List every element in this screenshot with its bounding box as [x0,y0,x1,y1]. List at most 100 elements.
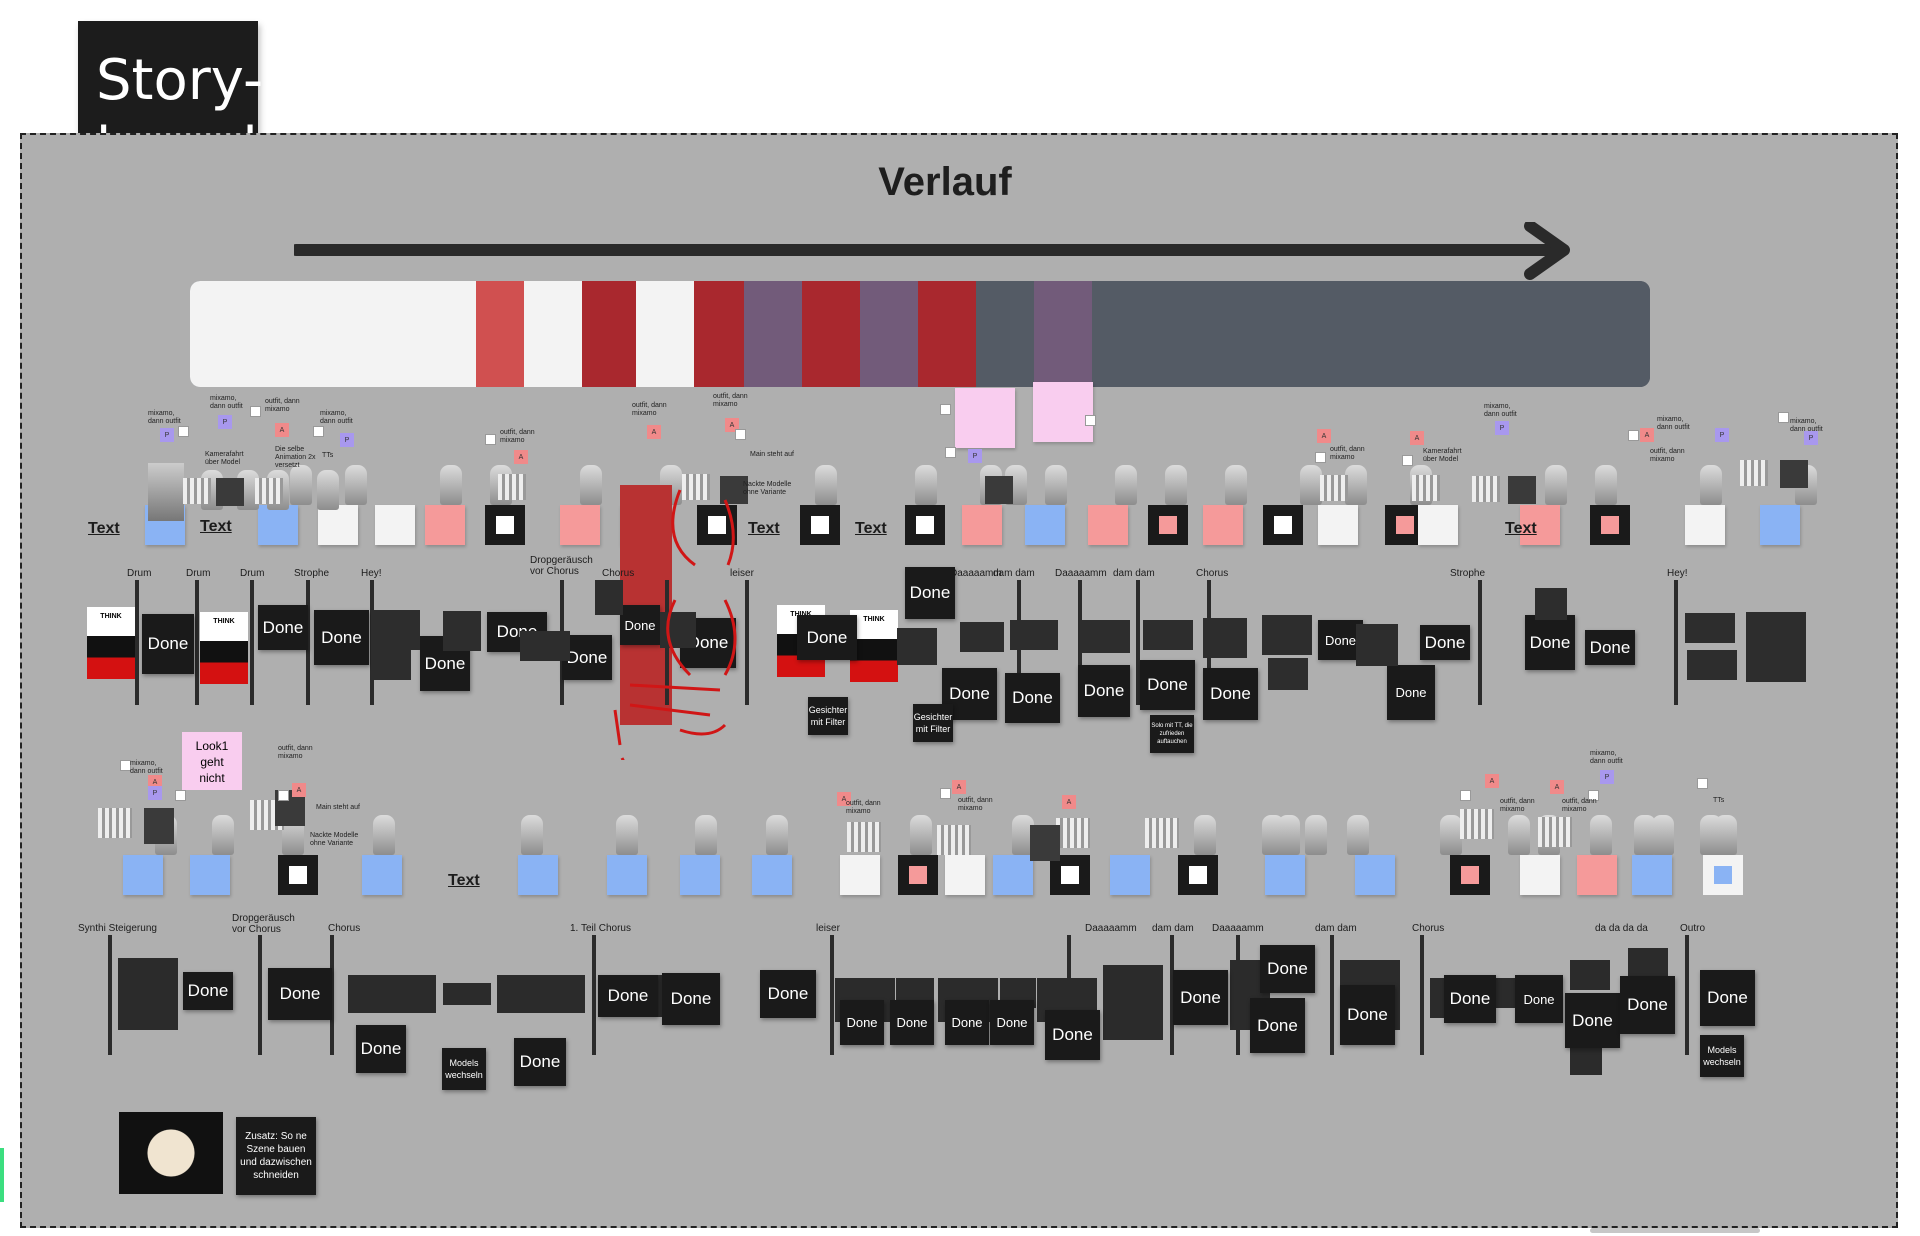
done-card[interactable]: Done [142,614,194,674]
sticky-note[interactable] [1418,505,1458,545]
sticky-note[interactable] [752,855,792,895]
image-placeholder-card[interactable] [1263,505,1303,545]
sticky-note[interactable] [955,388,1015,448]
done-card[interactable]: Done [840,1000,884,1045]
done-card[interactable]: Done [662,973,720,1025]
timeline-segment[interactable] [476,281,524,387]
checkbox[interactable] [1778,412,1789,423]
done-card[interactable]: Done [1203,668,1258,720]
done-card[interactable]: Done [1525,615,1575,670]
timeline-segment[interactable] [744,281,802,387]
sticky-note[interactable] [1632,855,1672,895]
checkbox[interactable] [178,426,189,437]
sticky-note[interactable] [993,855,1033,895]
done-card[interactable]: Done [562,635,612,680]
timeline-segment[interactable] [582,281,636,387]
sticky-note[interactable] [1760,505,1800,545]
text-link[interactable]: Text [88,520,120,537]
done-card[interactable]: Done [620,605,660,645]
sticky-note[interactable] [1703,855,1743,895]
done-card[interactable]: Done [1585,630,1635,665]
gesichter-card[interactable]: Gesichter mit Filter [808,697,848,735]
done-card[interactable]: Done [183,972,233,1010]
sticky-note[interactable] [945,855,985,895]
image-placeholder-card[interactable] [905,505,945,545]
sticky-note[interactable] [1685,505,1725,545]
models-wechseln-card[interactable]: Models wechseln [1700,1035,1744,1077]
done-card[interactable]: Done [797,615,857,660]
done-card[interactable]: Done [905,567,955,619]
done-card[interactable]: Done [1444,975,1496,1023]
checkbox[interactable] [1085,415,1096,426]
done-card[interactable]: Done [1700,970,1755,1026]
sticky-note[interactable] [1520,505,1560,545]
sticky-note[interactable] [840,855,880,895]
sticky-note[interactable] [1110,855,1150,895]
checkbox[interactable] [940,404,951,415]
checkbox[interactable] [940,788,951,799]
timeline-segment[interactable] [860,281,918,387]
sticky-note[interactable] [1025,505,1065,545]
done-card[interactable]: Done [942,668,997,720]
sticky-note[interactable] [1033,382,1093,442]
sticky-note[interactable] [362,855,402,895]
sticky-note[interactable] [1318,505,1358,545]
done-card[interactable]: Done [514,1038,566,1086]
checkbox[interactable] [1402,455,1413,466]
timeline-segment[interactable] [636,281,694,387]
sticky-note[interactable] [123,855,163,895]
solo-card[interactable]: Solo mit TT, die zufrieden auftauchen [1150,715,1194,753]
checkbox[interactable] [1697,778,1708,789]
sticky-note[interactable] [425,505,465,545]
done-card[interactable]: Done [268,968,332,1020]
checkbox[interactable] [278,790,289,801]
image-placeholder-card[interactable] [1050,855,1090,895]
done-card[interactable]: Done [1620,976,1675,1034]
sticky-note[interactable] [518,855,558,895]
sticky-note[interactable] [1203,505,1243,545]
image-placeholder-card[interactable] [1590,505,1630,545]
checkbox[interactable] [175,790,186,801]
done-card[interactable]: Done [1260,945,1315,993]
image-placeholder-card[interactable] [1148,505,1188,545]
done-card[interactable]: Done [598,975,658,1017]
sticky-note[interactable] [962,505,1002,545]
image-placeholder-card[interactable] [485,505,525,545]
checkbox[interactable] [1628,430,1639,441]
done-card[interactable]: Done [1078,665,1130,717]
timeline-segment[interactable] [190,281,476,387]
checkbox[interactable] [313,426,324,437]
models-wechseln-card[interactable]: Models wechseln [442,1048,486,1090]
text-link[interactable]: Text [1505,520,1537,537]
timeline-segment[interactable] [918,281,976,387]
text-link[interactable]: Text [448,872,480,889]
horizontal-scrollbar[interactable] [1590,1228,1760,1233]
done-card[interactable]: Done [1140,660,1195,710]
sticky-note[interactable] [258,505,298,545]
image-placeholder-card[interactable] [898,855,938,895]
done-card[interactable]: Done [314,610,369,665]
text-link[interactable]: Text [200,518,232,535]
checkbox[interactable] [735,429,746,440]
checkbox[interactable] [1588,790,1599,801]
text-link[interactable]: Text [855,520,887,537]
sticky-note[interactable] [1520,855,1560,895]
done-card[interactable]: Done [1045,1010,1100,1060]
think-card[interactable]: THINK [850,610,898,682]
image-placeholder-card[interactable] [800,505,840,545]
done-card[interactable]: Done [1420,625,1470,660]
zusatz-note[interactable]: Zusatz: So ne Szene bauen und dazwischen… [236,1117,316,1195]
timeline-segment[interactable] [976,281,1034,387]
sticky-note[interactable] [680,855,720,895]
checkbox[interactable] [250,406,261,417]
image-placeholder-card[interactable] [1178,855,1218,895]
sticky-note[interactable] [607,855,647,895]
sticky-note[interactable] [190,855,230,895]
done-card[interactable]: Done [1515,975,1563,1023]
sticky-note[interactable] [1577,855,1617,895]
done-card[interactable]: Done [1005,673,1060,723]
gesichter-card[interactable]: Gesichter mit Filter [913,704,953,742]
done-card[interactable]: Done [760,970,816,1018]
sticky-note[interactable] [560,505,600,545]
think-card[interactable]: THINK [200,612,248,684]
